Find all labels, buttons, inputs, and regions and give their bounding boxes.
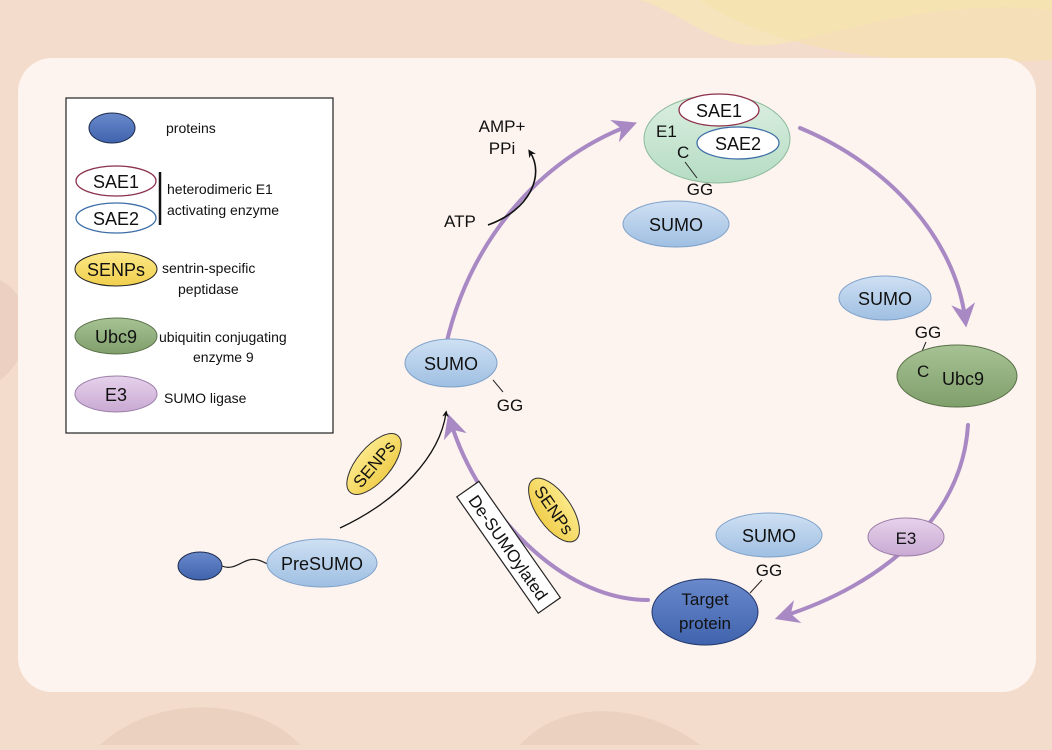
free-sumo-gg-label: GG: [497, 396, 523, 415]
target-sumo-label: SUMO: [742, 526, 796, 546]
legend-e3-label: E3: [105, 385, 127, 405]
legend-senps-label: SENPs: [87, 260, 145, 280]
e1-bond: [684, 161, 698, 179]
e1-gg-label: GG: [687, 180, 713, 199]
sae2-subunit: [696, 126, 780, 160]
legend-sae1-icon: [75, 165, 157, 197]
ubc9-complex: SUMO GG C Ubc9: [838, 275, 1018, 408]
legend-e1-line2: activating enzyme: [167, 202, 279, 218]
ubc9-label: Ubc9: [942, 369, 984, 389]
sae1-subunit: [678, 93, 760, 127]
e1-label: E1: [656, 122, 677, 141]
senps-desumoylation-shape: [528, 477, 580, 543]
legend-ubc9-label: Ubc9: [95, 327, 137, 347]
ubc9-sumo-label: SUMO: [858, 289, 912, 309]
arrow-e1-to-ubc9: [798, 126, 976, 328]
legend-senps-icon: [74, 251, 158, 287]
legend-proteins-label: proteins: [166, 120, 216, 136]
legend-e3-desc: SUMO ligase: [164, 390, 247, 406]
e1-complex: SAE1 SAE2 E1 C GG SUMO: [622, 93, 791, 248]
desumoylated-box: [455, 480, 562, 615]
legend-sae1-label: SAE1: [93, 172, 139, 192]
senps-maturation-shape: [346, 433, 402, 495]
presumo-linker: [221, 558, 269, 568]
ubc9-gg-label: GG: [915, 323, 941, 342]
presumo-label: PreSUMO: [281, 554, 363, 574]
atp-arrow: [487, 149, 537, 226]
e3-label: E3: [896, 529, 917, 548]
legend-ubc9-line1: ubiquitin conjugating: [159, 329, 287, 345]
legend-senps-line1: sentrin-specific: [162, 260, 255, 276]
amp-label-line1: AMP+: [479, 117, 526, 136]
target-bond: [749, 579, 763, 594]
legend-ubc9-line2: enzyme 9: [193, 349, 254, 365]
arrow-target-to-sumo: [443, 413, 650, 602]
legend-ubc9-icon: [74, 317, 158, 355]
free-sumo-bond: [492, 379, 504, 393]
target-sumo: [715, 512, 823, 558]
target-protein: [651, 578, 759, 646]
e3-ligase: [867, 517, 945, 557]
legend-e1-line1: heterodimeric E1: [167, 181, 273, 197]
e1-cysteine-label: C: [677, 143, 689, 162]
presumo-protein: [177, 551, 223, 581]
target-gg-label: GG: [756, 561, 782, 580]
atp-label: ATP: [444, 212, 476, 231]
amp-label-line2: PPi: [489, 139, 515, 158]
ubc9-cysteine-label: C: [917, 362, 929, 381]
legend: proteins SAE1 SAE2 heterodimeric E1 acti…: [65, 97, 334, 434]
target-complex: SUMO GG Target protein: [651, 512, 823, 646]
free-sumo-label: SUMO: [424, 354, 478, 374]
e1-sumo: [622, 200, 730, 248]
legend-sae2-icon: [75, 202, 157, 234]
protein-icon: [88, 112, 136, 144]
presumo-arrow: [339, 410, 449, 529]
e1-sumo-label: SUMO: [649, 215, 703, 235]
free-sumo: [404, 338, 498, 388]
e1-sae2-label: SAE2: [715, 134, 761, 154]
ubc9-sumo: [838, 275, 932, 321]
presumo-complex: PreSUMO: [177, 410, 449, 588]
presumo: [266, 538, 378, 588]
target-label-line2: protein: [679, 614, 731, 633]
ubc9-enzyme: [896, 344, 1018, 408]
cycle-arrows: [443, 120, 976, 623]
legend-e3-icon: [74, 375, 158, 413]
target-label-line1: Target: [681, 590, 729, 609]
legend-sae2-label: SAE2: [93, 209, 139, 229]
legend-senps-line2: peptidase: [178, 281, 239, 297]
e1-sae1-label: SAE1: [696, 101, 742, 121]
arrow-sumo-to-e1: [444, 120, 637, 347]
